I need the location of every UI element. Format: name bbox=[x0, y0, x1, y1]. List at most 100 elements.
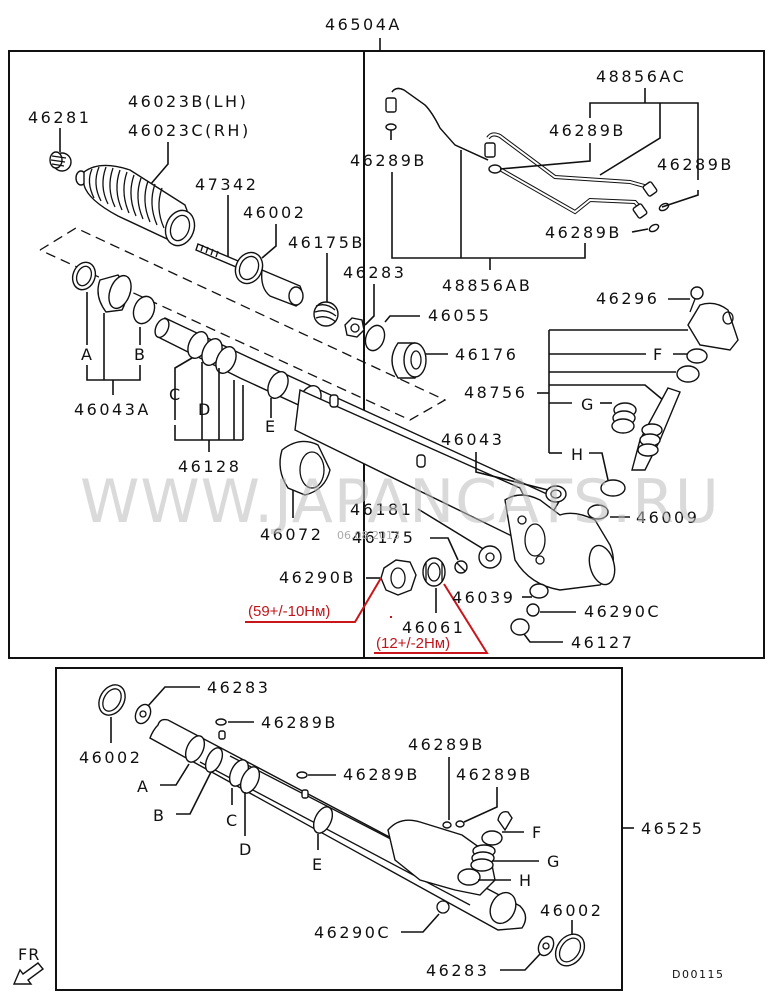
part-oring-46289b-bottom bbox=[443, 822, 451, 828]
watermark: WWW.JAPANCATS.RU bbox=[80, 467, 720, 537]
part-nut-46290c bbox=[527, 604, 539, 616]
label-46290c-bottom: 46290C bbox=[314, 923, 391, 942]
part-bearing-g bbox=[612, 403, 636, 433]
label-47342: 47342 bbox=[195, 175, 258, 194]
label-46289b-b: 46289B bbox=[343, 765, 420, 784]
label-c: C bbox=[169, 385, 183, 404]
diagram-code: D00115 bbox=[672, 968, 724, 981]
label-46023b: 46023B(LH) bbox=[128, 92, 248, 111]
torque-note-46061: (12+/-2Нм) bbox=[376, 635, 450, 652]
label-46283: 46283 bbox=[343, 263, 406, 282]
label-46289b-4: 46289B bbox=[545, 223, 622, 242]
leader-line bbox=[262, 224, 276, 258]
part-seal-b bbox=[130, 293, 158, 326]
part-oring-46289b-bottom bbox=[456, 821, 464, 827]
part-nut-46283-left bbox=[132, 702, 153, 726]
label-b-bottom: B bbox=[153, 806, 166, 825]
part-nut-46283 bbox=[345, 318, 364, 337]
part-46039 bbox=[530, 584, 548, 598]
label-46290c: 46290C bbox=[584, 602, 661, 621]
part-boot-46023 bbox=[76, 165, 199, 249]
part-seal-a bbox=[69, 259, 99, 293]
part-oring-46055 bbox=[362, 323, 388, 354]
label-g-bottom: G bbox=[547, 852, 562, 871]
label-46043a: 46043A bbox=[74, 400, 151, 419]
leader-line bbox=[430, 538, 458, 560]
label-46002-b: 46002 bbox=[540, 901, 603, 920]
assembly-number-bottom: 46525 bbox=[641, 819, 704, 838]
part-oring-46289b-bottom bbox=[297, 772, 307, 778]
part-pinion-cover bbox=[688, 303, 738, 350]
label-46290b: 46290B bbox=[279, 568, 356, 587]
label-g: G bbox=[581, 395, 596, 414]
part-oring-46289b bbox=[386, 124, 396, 130]
label-f: F bbox=[653, 345, 665, 364]
leader-line bbox=[385, 316, 420, 322]
leader-line bbox=[148, 687, 200, 706]
part-inner-joint bbox=[262, 270, 303, 306]
part-spring-46175b bbox=[314, 302, 338, 326]
red-dot bbox=[390, 616, 392, 618]
label-46289b-3: 46289B bbox=[350, 151, 427, 170]
part-clip-46281 bbox=[50, 152, 71, 171]
leader-line bbox=[150, 142, 168, 185]
part-seal-f bbox=[687, 349, 707, 363]
label-46296: 46296 bbox=[596, 289, 659, 308]
leader-line bbox=[500, 954, 540, 970]
label-46127: 46127 bbox=[571, 633, 634, 652]
part-46181 bbox=[479, 546, 501, 568]
label-e: E bbox=[265, 417, 278, 436]
label-46176: 46176 bbox=[455, 345, 518, 364]
part-adjuster-46061 bbox=[423, 558, 445, 586]
part-oring-46289b bbox=[648, 223, 660, 233]
label-f-bottom: F bbox=[532, 823, 544, 842]
part-band-46002-right bbox=[550, 929, 591, 972]
label-46175b: 46175B bbox=[288, 233, 365, 252]
label-b: B bbox=[134, 345, 147, 364]
label-48856ab: 48856AB bbox=[442, 276, 532, 295]
label-e-bottom: E bbox=[312, 855, 325, 874]
part-locknut-46290b bbox=[381, 560, 416, 595]
part-bushing-46176 bbox=[392, 343, 426, 378]
label-c-bottom: C bbox=[226, 811, 240, 830]
leader-line bbox=[632, 229, 648, 232]
leader-line bbox=[176, 772, 211, 814]
label-46283-b: 46283 bbox=[426, 961, 489, 980]
label-46023c: 46023C(RH) bbox=[128, 121, 251, 140]
watermark-date: 06.08.2013 bbox=[337, 529, 400, 542]
label-a: A bbox=[81, 345, 94, 364]
bracket-46128 bbox=[175, 425, 243, 440]
part-band-46002-left bbox=[94, 680, 131, 720]
leader-line bbox=[160, 764, 189, 785]
label-46002: 46002 bbox=[243, 203, 306, 222]
leader-line bbox=[662, 190, 698, 207]
front-arrow-icon bbox=[14, 963, 43, 984]
leader-line bbox=[401, 914, 439, 932]
leader-line bbox=[524, 634, 563, 642]
part-seal-pinion bbox=[677, 366, 699, 382]
leader-line bbox=[365, 284, 374, 325]
bracket-48856ab bbox=[392, 172, 585, 258]
orientation-label: FR bbox=[18, 945, 40, 964]
leader-line bbox=[549, 385, 663, 400]
assembly-number-top: 46504A bbox=[325, 15, 402, 34]
label-46289b-d: 46289B bbox=[456, 765, 533, 784]
label-d: D bbox=[198, 400, 213, 419]
label-d-bottom: D bbox=[239, 840, 254, 859]
label-46289b-a: 46289B bbox=[261, 713, 338, 732]
part-bushing-kit bbox=[98, 273, 135, 312]
label-h-bottom: H bbox=[519, 871, 534, 890]
label-46289b-c: 46289B bbox=[408, 735, 485, 754]
label-46055: 46055 bbox=[428, 306, 491, 325]
label-46002-a: 46002 bbox=[79, 748, 142, 767]
label-46289b-1: 46289B bbox=[549, 121, 626, 140]
label-48856ac: 48856AC bbox=[596, 67, 686, 86]
top-assembly-frame bbox=[9, 51, 364, 658]
label-h: H bbox=[571, 445, 586, 464]
label-48756: 48756 bbox=[464, 383, 527, 402]
bracket-46043a bbox=[87, 365, 140, 380]
part-oring-46289b bbox=[489, 165, 501, 173]
torque-note-46290b: (59+/-10Нм) bbox=[248, 603, 330, 620]
